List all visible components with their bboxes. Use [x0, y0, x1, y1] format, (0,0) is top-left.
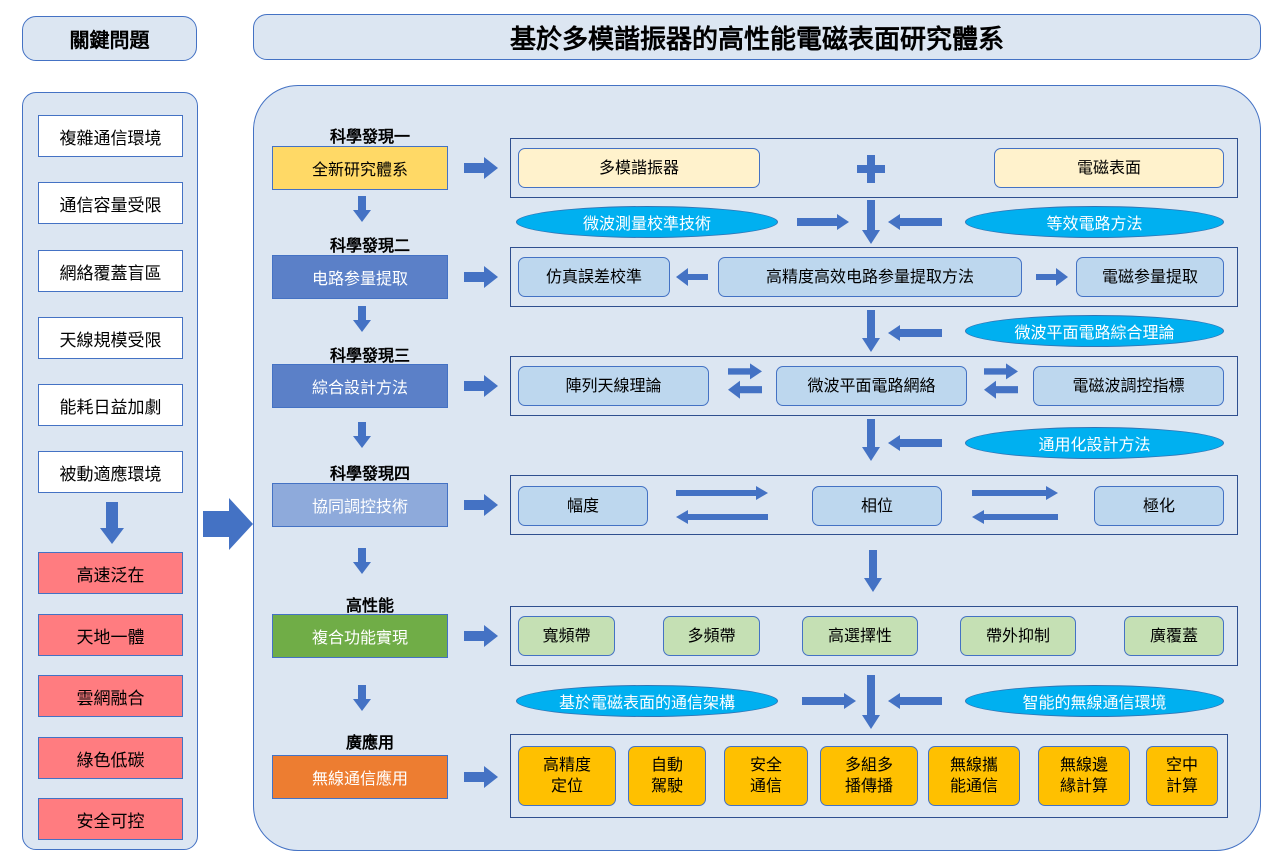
- content-item: 高精度高效电路参量提取方法: [718, 257, 1022, 297]
- method-ellipse: 微波平面電路綜合理論: [965, 315, 1224, 347]
- content-item: 多頻帶: [663, 616, 760, 656]
- content-item: 相位: [812, 486, 942, 526]
- row-label: 科學發現一: [329, 127, 410, 146]
- problem-item: 複雜通信環境: [38, 115, 183, 157]
- discovery-box: 全新研究體系: [272, 146, 448, 190]
- problem-item: 被動適應環境: [38, 451, 183, 493]
- problem-item: 能耗日益加劇: [38, 384, 183, 426]
- right-arrow-icon: [464, 766, 498, 788]
- content-item: 帶外抑制: [960, 616, 1076, 656]
- app-line: 能通信: [949, 776, 998, 795]
- row-label: 高性能: [345, 596, 394, 615]
- content-item: 電磁波調控指標: [1033, 366, 1224, 406]
- application-item: 無線攜能通信: [928, 746, 1020, 806]
- right-arrow-icon: [797, 214, 849, 230]
- app-line: 計算: [1165, 776, 1198, 795]
- goal-item: 綠色低碳: [38, 737, 183, 779]
- app-line: 駕駛: [650, 776, 683, 795]
- row-label: 科學發現二: [329, 236, 410, 255]
- right-arrow-icon: [1036, 268, 1068, 286]
- right-arrow-icon: [464, 266, 498, 288]
- down-arrow-icon: [864, 550, 882, 592]
- left-arrow-icon: [888, 435, 942, 451]
- content-item: 仿真誤差校準: [518, 257, 670, 297]
- method-ellipse: 通用化設計方法: [965, 427, 1224, 459]
- discovery-box: 無線通信應用: [272, 755, 448, 799]
- row-label: 科學發現四: [329, 464, 410, 483]
- application-item: 高精度定位: [518, 746, 616, 806]
- app-line: 自動: [650, 755, 683, 775]
- swap-arrows-icon: [972, 486, 1058, 524]
- app-line: 播傳播: [844, 776, 893, 795]
- app-line: 緣計算: [1059, 776, 1108, 795]
- page-title: 基於多模諧振器的高性能電磁表面研究體系: [253, 14, 1261, 60]
- goal-item: 高速泛在: [38, 552, 183, 594]
- row-label: 科學發現三: [329, 346, 410, 365]
- left-arrow-icon: [676, 268, 708, 286]
- down-arrow-icon: [862, 200, 880, 244]
- application-item: 自動駕駛: [628, 746, 706, 806]
- content-item: 高選擇性: [802, 616, 918, 656]
- goal-item: 安全可控: [38, 798, 183, 840]
- down-arrow-icon: [100, 502, 124, 544]
- app-line: 定位: [550, 776, 583, 795]
- method-ellipse: 等效電路方法: [965, 206, 1224, 238]
- swap-arrows-icon: [984, 363, 1018, 399]
- application-item: 無線邊緣計算: [1038, 746, 1130, 806]
- swap-arrows-icon: [676, 486, 768, 524]
- method-ellipse: 微波測量校準技術: [516, 206, 778, 238]
- application-item: 安全通信: [724, 746, 808, 806]
- app-line: 無線邊: [1059, 755, 1108, 775]
- content-item: 寬頻帶: [518, 616, 615, 656]
- down-arrow-icon: [353, 422, 371, 448]
- app-line: 通信: [749, 776, 782, 795]
- goal-item: 雲網融合: [38, 675, 183, 717]
- down-arrow-icon: [353, 196, 371, 222]
- app-line: 安全: [749, 755, 782, 775]
- right-arrow-icon: [464, 494, 498, 516]
- app-line: 高精度: [542, 755, 591, 775]
- discovery-box: 複合功能實現: [272, 614, 448, 658]
- right-arrow-icon: [464, 375, 498, 397]
- down-arrow-icon: [862, 675, 880, 729]
- plus-icon: [857, 155, 885, 183]
- problem-item: 天線規模受限: [38, 317, 183, 359]
- method-ellipse: 基於電磁表面的通信架構: [516, 685, 778, 717]
- left-arrow-icon: [888, 693, 942, 709]
- content-item: 微波平面電路網絡: [776, 366, 967, 406]
- key-issues-header: 關鍵問題: [22, 16, 197, 61]
- content-item: 電磁表面: [994, 148, 1224, 188]
- swap-arrows-icon: [728, 363, 762, 399]
- app-line: 無線攜: [949, 755, 998, 775]
- application-item: 多組多播傳播: [820, 746, 918, 806]
- down-arrow-icon: [353, 685, 371, 711]
- right-arrow-icon: [464, 157, 498, 179]
- content-item: 多模諧振器: [518, 148, 760, 188]
- goal-item: 天地一體: [38, 614, 183, 656]
- discovery-box: 協同調控技術: [272, 483, 448, 527]
- method-ellipse: 智能的無線通信環境: [965, 685, 1224, 717]
- right-arrow-icon: [802, 693, 856, 709]
- row-label: 廣應用: [345, 733, 394, 752]
- right-arrow-icon: [203, 498, 253, 550]
- down-arrow-icon: [862, 310, 880, 352]
- problem-item: 網絡覆蓋盲區: [38, 250, 183, 292]
- discovery-box: 綜合設計方法: [272, 364, 448, 408]
- content-item: 電磁参量提取: [1076, 257, 1224, 297]
- right-arrow-icon: [464, 625, 498, 647]
- content-item: 幅度: [518, 486, 648, 526]
- down-arrow-icon: [353, 306, 371, 332]
- left-arrow-icon: [888, 214, 942, 230]
- content-item: 廣覆蓋: [1124, 616, 1224, 656]
- app-line: 多組多: [844, 755, 893, 775]
- left-arrow-icon: [888, 325, 942, 341]
- problem-item: 通信容量受限: [38, 182, 183, 224]
- application-item: 空中計算: [1146, 746, 1218, 806]
- app-line: 空中: [1165, 755, 1198, 775]
- discovery-box: 电路参量提取: [272, 255, 448, 299]
- down-arrow-icon: [353, 548, 371, 574]
- content-item: 陣列天線理論: [518, 366, 709, 406]
- content-item: 極化: [1094, 486, 1224, 526]
- down-arrow-icon: [862, 419, 880, 461]
